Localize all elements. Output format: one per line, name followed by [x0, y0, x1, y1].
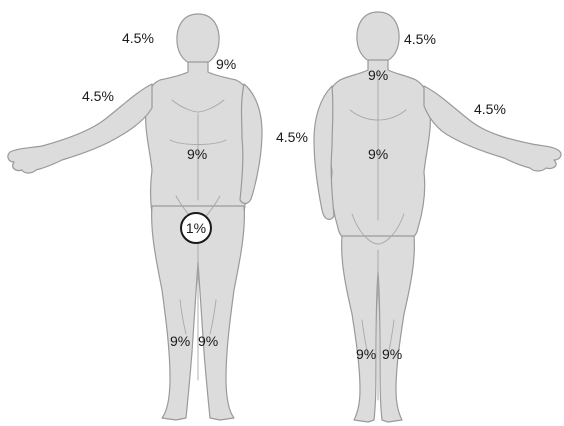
front-chest-percentage: 9%: [216, 57, 236, 71]
front-left-leg-percentage: 9%: [198, 334, 218, 348]
front-right-leg-percentage: 9%: [170, 334, 190, 348]
front-head-percentage: 4.5%: [122, 31, 154, 45]
front-right-arm: [8, 84, 152, 173]
back-lower-back-percentage: 9%: [368, 147, 388, 161]
back-figure: [314, 12, 561, 422]
back-head: [357, 12, 399, 64]
back-left-arm: [314, 86, 334, 219]
front-right-arm-percentage: 4.5%: [82, 89, 114, 103]
back-right-arm: [424, 86, 561, 171]
back-left-arm-percentage: 4.5%: [276, 130, 308, 144]
front-abdomen-percentage: 9%: [187, 147, 207, 161]
front-figure: [8, 14, 262, 420]
back-upper-back-percentage: 9%: [368, 68, 388, 82]
front-genitals-percentage: 1%: [180, 212, 212, 244]
back-right-arm-percentage: 4.5%: [474, 102, 506, 116]
front-left-arm: [240, 84, 262, 203]
front-head: [177, 14, 219, 66]
back-left-leg-percentage: 9%: [356, 347, 376, 361]
back-right-leg-percentage: 9%: [382, 347, 402, 361]
front-genitals-percentage-text: 1%: [186, 220, 206, 236]
back-head-percentage: 4.5%: [404, 32, 436, 46]
